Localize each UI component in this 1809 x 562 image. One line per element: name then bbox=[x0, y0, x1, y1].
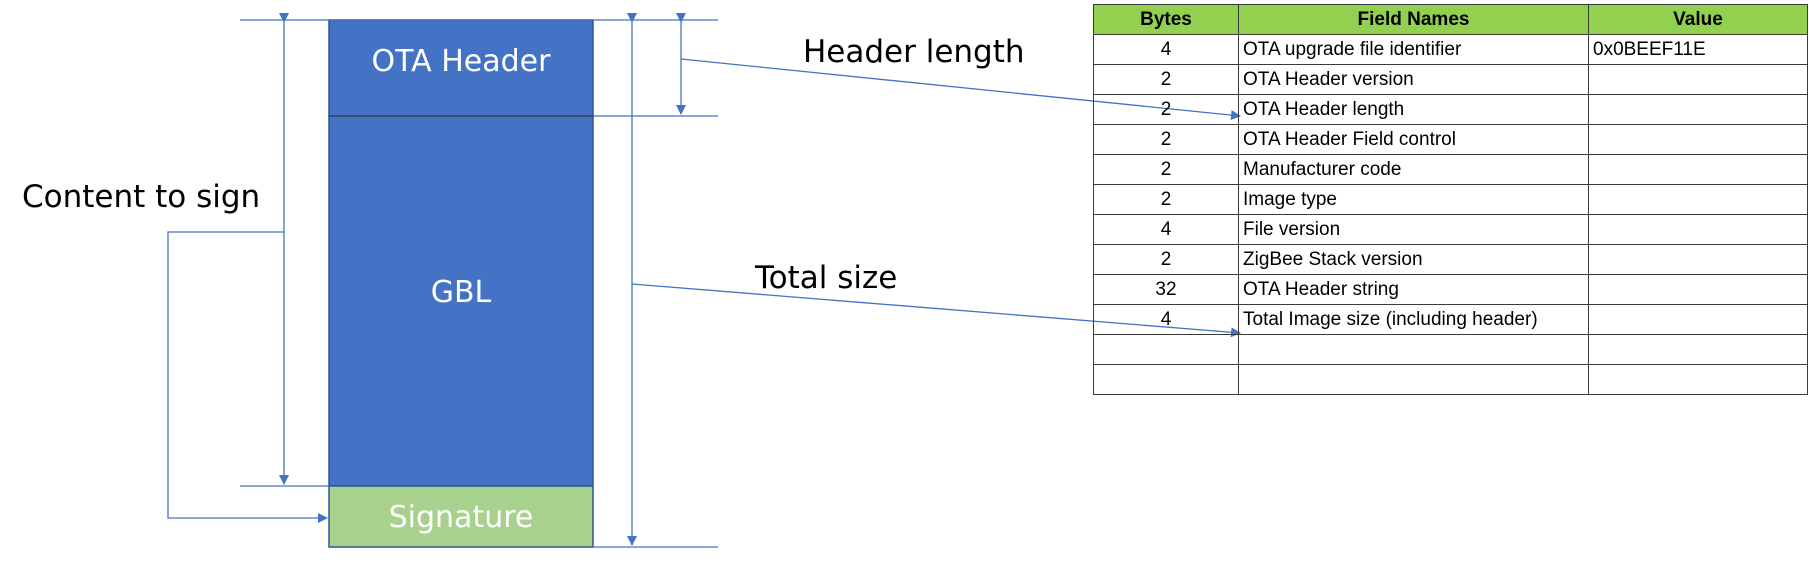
header-length-label: Header length bbox=[803, 34, 1025, 70]
field-name-cell: Manufacturer code bbox=[1238, 154, 1589, 185]
content-to-sign-connector-arrow bbox=[167, 231, 328, 523]
signature-label: Signature bbox=[389, 500, 534, 535]
table-row: 2 OTA Header length bbox=[1093, 94, 1808, 125]
value-cell bbox=[1588, 154, 1808, 185]
bytes-cell: 4 bbox=[1093, 214, 1239, 245]
table-row: 2 OTA Header Field control bbox=[1093, 124, 1808, 155]
table-header-row: Bytes Field Names Value bbox=[1093, 4, 1808, 35]
value-cell: 0x0BEEF11E bbox=[1588, 34, 1808, 65]
column-header-value: Value bbox=[1588, 4, 1808, 35]
bytes-cell: 2 bbox=[1093, 184, 1239, 215]
table-row: 32 OTA Header string bbox=[1093, 274, 1808, 305]
bytes-cell: 32 bbox=[1093, 274, 1239, 305]
field-name-cell bbox=[1238, 334, 1589, 365]
table-row: 2 Image type bbox=[1093, 184, 1808, 215]
table-row bbox=[1093, 364, 1808, 395]
table-row: 4 File version bbox=[1093, 214, 1808, 245]
ota-header-block bbox=[328, 19, 594, 117]
field-name-cell: OTA Header length bbox=[1238, 94, 1589, 125]
table-row: 2 ZigBee Stack version bbox=[1093, 244, 1808, 275]
field-name-cell: OTA Header Field control bbox=[1238, 124, 1589, 155]
value-cell bbox=[1588, 214, 1808, 245]
value-cell bbox=[1588, 274, 1808, 305]
signature-block bbox=[328, 485, 594, 548]
value-cell bbox=[1588, 334, 1808, 365]
bytes-cell: 2 bbox=[1093, 94, 1239, 125]
field-name-cell: OTA Header version bbox=[1238, 64, 1589, 95]
value-cell bbox=[1588, 364, 1808, 395]
bytes-cell: 4 bbox=[1093, 34, 1239, 65]
table-row: 2 Manufacturer code bbox=[1093, 154, 1808, 185]
table-row: 2 OTA Header version bbox=[1093, 64, 1808, 95]
bytes-cell bbox=[1093, 334, 1239, 365]
bytes-cell bbox=[1093, 364, 1239, 395]
gbl-label: GBL bbox=[431, 275, 492, 310]
field-name-cell bbox=[1238, 364, 1589, 395]
bytes-cell: 2 bbox=[1093, 124, 1239, 155]
value-cell bbox=[1588, 64, 1808, 95]
column-header-bytes: Bytes bbox=[1093, 4, 1239, 35]
content-to-sign-label: Content to sign bbox=[22, 179, 260, 215]
value-cell bbox=[1588, 304, 1808, 335]
bytes-cell: 2 bbox=[1093, 64, 1239, 95]
field-name-cell: File version bbox=[1238, 214, 1589, 245]
column-header-field-names: Field Names bbox=[1238, 4, 1589, 35]
table-row bbox=[1093, 334, 1808, 365]
bytes-cell: 2 bbox=[1093, 244, 1239, 275]
ota-header-label: OTA Header bbox=[372, 44, 552, 79]
field-name-cell: Image type bbox=[1238, 184, 1589, 215]
field-name-cell: Total Image size (including header) bbox=[1238, 304, 1589, 335]
table-row: 4 Total Image size (including header) bbox=[1093, 304, 1808, 335]
table-row: 4 OTA upgrade file identifier 0x0BEEF11E bbox=[1093, 34, 1808, 65]
value-cell bbox=[1588, 184, 1808, 215]
value-cell bbox=[1588, 244, 1808, 275]
field-name-cell: OTA Header string bbox=[1238, 274, 1589, 305]
bytes-cell: 4 bbox=[1093, 304, 1239, 335]
ota-header-field-table: Bytes Field Names Value 4 OTA upgrade fi… bbox=[1093, 4, 1808, 395]
field-name-cell: ZigBee Stack version bbox=[1238, 244, 1589, 275]
bytes-cell: 2 bbox=[1093, 154, 1239, 185]
value-cell bbox=[1588, 94, 1808, 125]
total-size-label: Total size bbox=[754, 260, 897, 296]
gbl-block bbox=[328, 115, 594, 487]
value-cell bbox=[1588, 124, 1808, 155]
field-name-cell: OTA upgrade file identifier bbox=[1238, 34, 1589, 65]
